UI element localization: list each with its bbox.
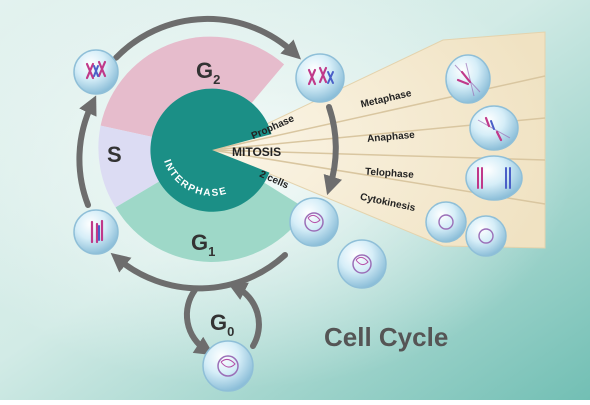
arrow-g2-to-prophase [113,15,302,61]
cell-s-phase [73,209,119,255]
diagram-title: Cell Cycle [324,322,448,352]
anaphase-label: Anaphase [367,130,416,145]
cell-daughter-2 [337,239,387,289]
cell-anaphase [469,105,519,151]
cell-cytokinesis [425,201,507,257]
arrow-g1-up [110,252,288,292]
g0-arrow-down [183,287,215,356]
cell-daughter-1 [289,197,339,247]
cell-metaphase [445,54,491,104]
cell-telophase [465,155,523,201]
g0-label: G0 [210,310,234,339]
g1-label: G1 [191,230,215,259]
cell-g0 [202,340,254,392]
mitosis-label: MITOSIS [232,145,281,159]
arrow-to-mitosis [323,104,343,196]
g0-loop [183,282,262,356]
interphase-hub [150,88,272,212]
g0-arrow-up [227,282,262,349]
s-label: S [107,142,122,167]
arrow-s-up [76,95,97,208]
telophase-label: Telophase [365,166,415,180]
cell-prophase [295,53,345,103]
g2-label: G2 [196,58,220,87]
cell-g2-top-left [73,49,119,95]
cycle-arrows [76,15,343,292]
